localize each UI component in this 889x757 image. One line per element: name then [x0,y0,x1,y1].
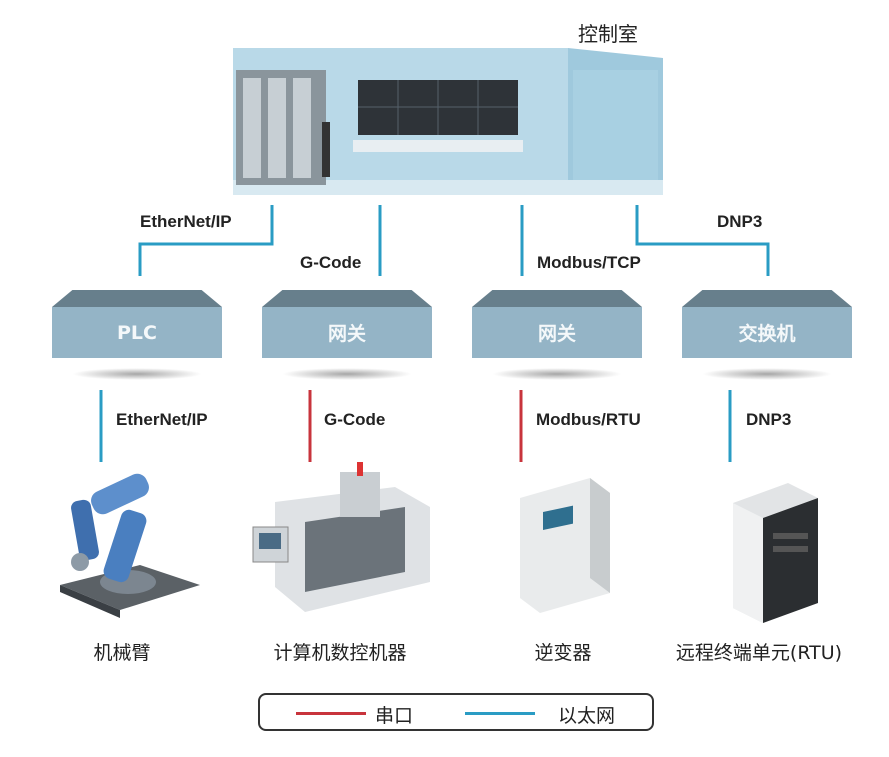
upper-link-label: Modbus/TCP [537,253,641,272]
legend-ethernet-line [465,712,535,715]
node-gateway-1: 网关 [262,290,432,380]
robot-arm-icon [60,473,200,618]
node-switch: 交换机 [682,290,852,380]
node-label: 网关 [472,307,642,358]
node-top [472,290,642,307]
legend-serial-line [296,712,366,715]
node-shadow [702,368,832,380]
legend-ethernet-label: 以太网 [558,705,616,727]
device-caption: 计算机数控机器 [273,642,407,664]
device-caption: 远程终端单元(RTU) [675,642,843,664]
inverter-icon [520,478,610,613]
device-caption: 机械臂 [93,642,151,664]
node-gateway-2: 网关 [472,290,642,380]
control-room-illustration [233,48,663,195]
lower-link-label: DNP3 [746,410,792,429]
upper-link-label: DNP3 [717,212,763,231]
node-label: PLC [52,307,222,358]
node-shadow [282,368,412,380]
node-shadow [492,368,622,380]
rtu-icon [733,483,818,623]
legend: 串口 以太网 [258,693,654,731]
node-top [52,290,222,307]
lower-link-label: EtherNet/IP [116,410,208,429]
upper-link-ethernet-ip [138,205,274,276]
node-shadow [72,368,202,380]
upper-link-label: EtherNet/IP [140,212,232,231]
cnc-machine-icon [252,462,430,612]
upper-link-dnp3 [635,205,770,276]
lower-link-label: G-Code [324,410,386,429]
control-room-title: 控制室 [578,22,638,46]
legend-serial-label: 串口 [375,705,414,727]
upper-link-label: G-Code [300,253,362,272]
node-top [682,290,852,307]
node-label: 网关 [262,307,432,358]
node-top [262,290,432,307]
node-plc: PLC [52,290,222,380]
lower-link-label: Modbus/RTU [536,410,641,429]
device-caption: 逆变器 [534,642,592,664]
node-label: 交换机 [682,307,852,358]
